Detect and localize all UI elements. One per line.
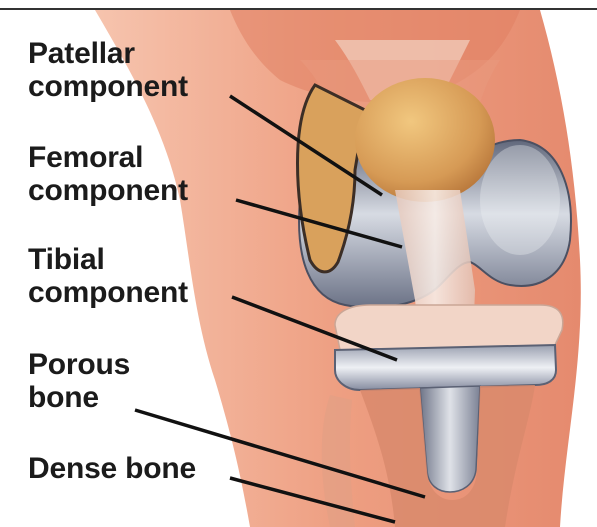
tibial-component-label: Tibial component xyxy=(28,243,188,309)
femoral-label-line2: component xyxy=(28,174,188,207)
tibial-stem xyxy=(420,386,480,492)
femoral-component-label: Femoral component xyxy=(28,141,188,207)
patellar-label-line1: Patellar xyxy=(28,37,188,70)
porous-label-line1: Porous xyxy=(28,348,130,381)
top-border xyxy=(0,0,597,8)
patella xyxy=(355,78,495,202)
porous-label-line2: bone xyxy=(28,381,130,414)
femoral-label-line1: Femoral xyxy=(28,141,188,174)
tibial-label-line2: component xyxy=(28,276,188,309)
patellar-label-line2: component xyxy=(28,70,188,103)
dense-bone-label: Dense bone xyxy=(28,452,196,485)
patellar-component-label: Patellar component xyxy=(28,37,188,103)
tibial-tray xyxy=(335,345,556,390)
tibial-label-line1: Tibial xyxy=(28,243,188,276)
dense-label-line1: Dense bone xyxy=(28,452,196,485)
porous-bone-label: Porous bone xyxy=(28,348,130,414)
tibial-insert xyxy=(335,305,563,350)
femoral-highlight xyxy=(480,145,560,255)
